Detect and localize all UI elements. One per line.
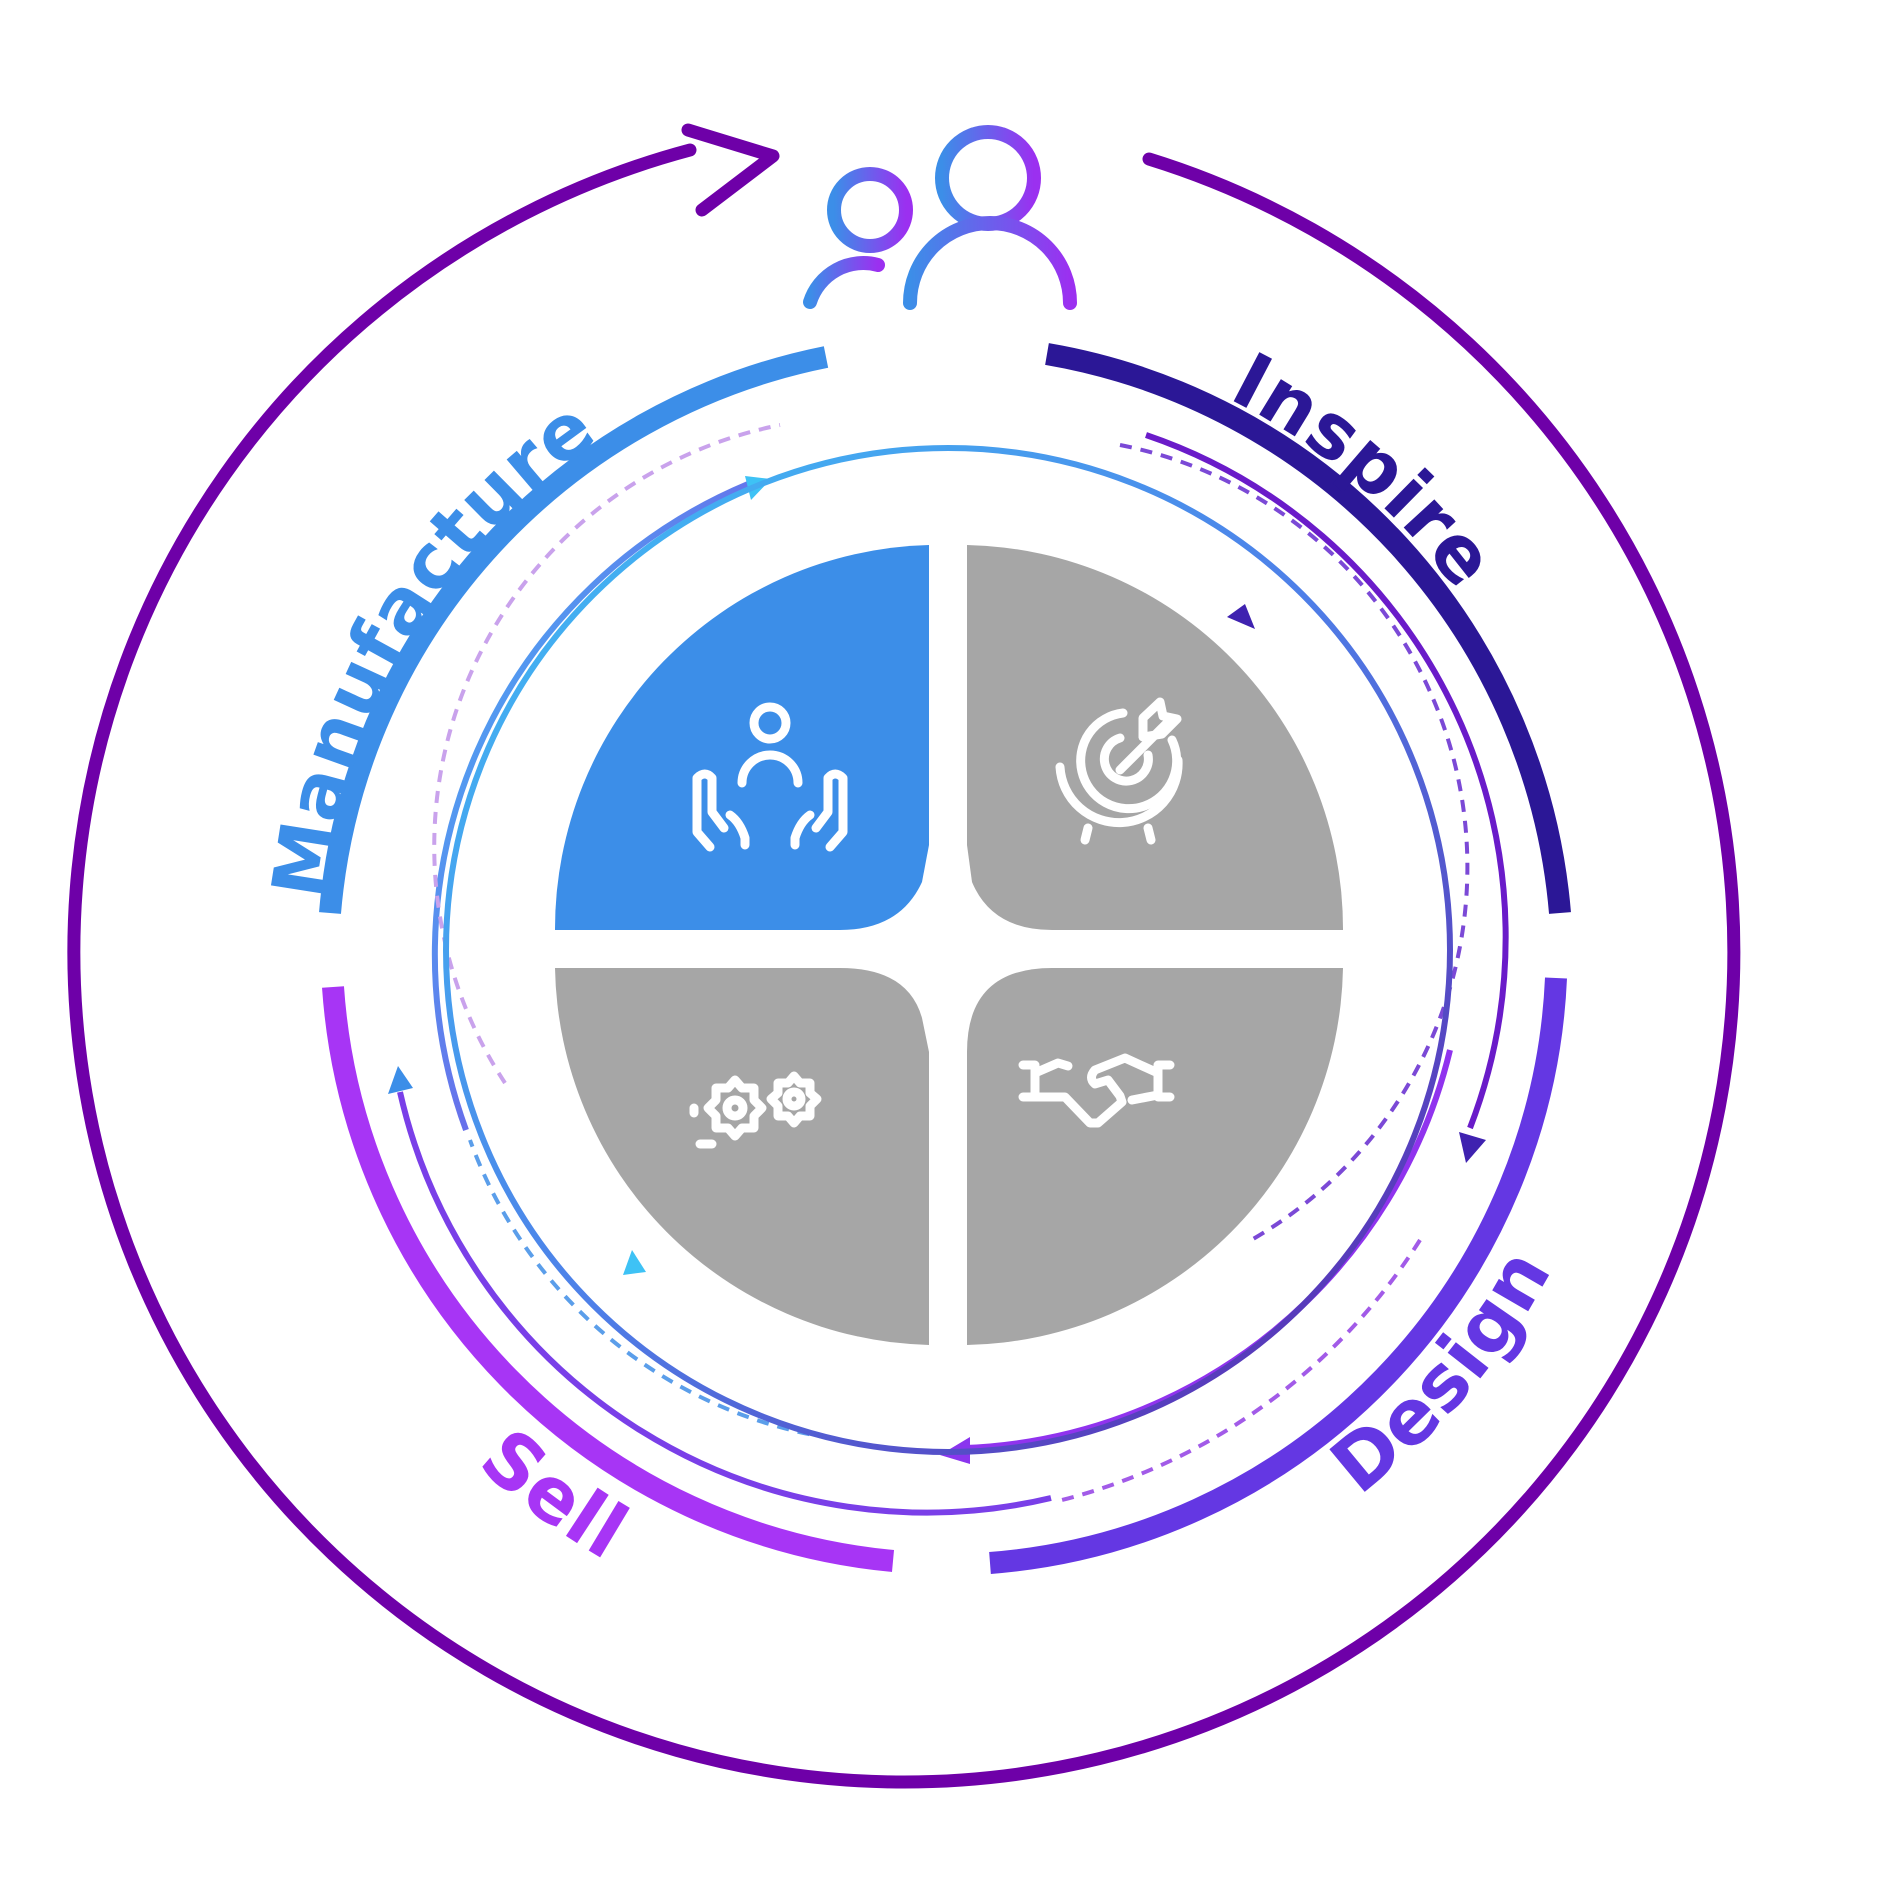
dashed-ring-lower-left <box>468 1139 831 1440</box>
outer-cycle-arrowhead <box>681 123 780 217</box>
inner-arrowhead-top-right <box>1227 604 1255 629</box>
dashed-ring-upper <box>432 423 781 1085</box>
mid-arrow-manufacture-inspire <box>431 481 750 1132</box>
person-care-hands-icon <box>692 702 848 852</box>
quadrant-sell <box>555 968 929 1345</box>
inspire-arc <box>1045 343 1571 914</box>
dashed-ring-right <box>1119 443 1470 1245</box>
mid-arrowhead-sell-manufacture <box>388 1066 413 1094</box>
manufacture-arc <box>319 346 829 914</box>
mid-arrowhead-inspire-design <box>1459 1132 1486 1163</box>
label-manufacture-text: Manufacture <box>254 382 609 904</box>
label-manufacture: Manufacture <box>254 382 610 904</box>
label-sell: Sell <box>464 1411 643 1576</box>
inner-arrowhead-bottom-left <box>623 1250 646 1275</box>
mid-arrow-inspire-design <box>1145 432 1509 1130</box>
mid-arrow-sell-manufacture <box>397 1091 1052 1516</box>
people-icon <box>803 125 1077 310</box>
outer-cycle-ring <box>67 143 1741 1789</box>
sell-arc <box>322 986 895 1572</box>
label-design-text: Design <box>1314 1233 1567 1510</box>
label-sell-text: Sell <box>464 1411 642 1576</box>
quadrant-manufacture <box>554 545 929 930</box>
inner-ring <box>443 445 1453 1455</box>
target-arrow-icon <box>1055 697 1183 845</box>
label-design: Design <box>1314 1233 1568 1510</box>
gears-icon <box>689 1071 822 1149</box>
handshake-icon <box>1018 1053 1175 1128</box>
design-arc <box>989 977 1567 1574</box>
quadrant-design <box>967 968 1343 1345</box>
